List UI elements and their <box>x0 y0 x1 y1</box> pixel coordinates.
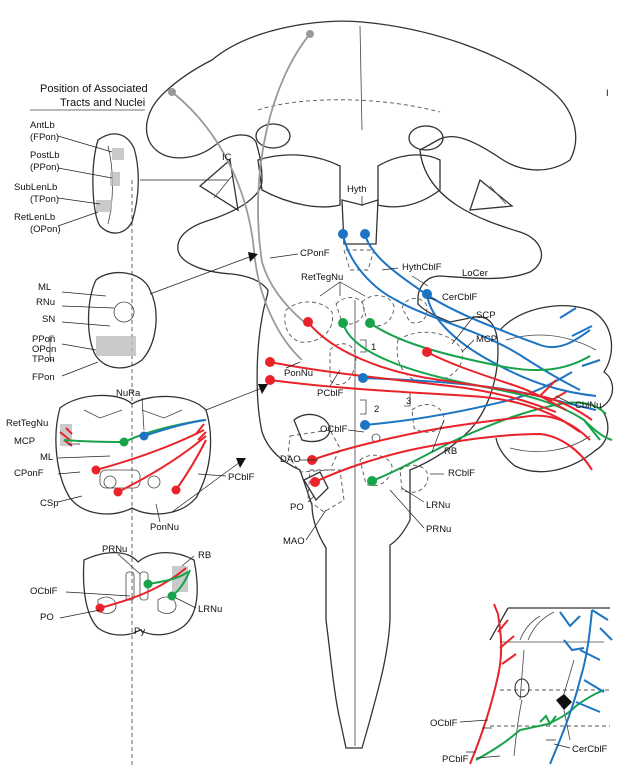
header-line-1: Position of Associated <box>40 83 148 95</box>
label-lrnu: LRNu <box>426 500 450 511</box>
label-sn: SN <box>42 314 55 325</box>
label-locer: LoCer <box>462 268 488 279</box>
rettegnu-neuron-1 <box>338 318 348 328</box>
label-rnu: RNu <box>36 297 55 308</box>
label-cblnu: CblNu <box>575 400 601 411</box>
label-mcp-s: MCP <box>14 436 35 447</box>
rettegnu-neuron-2 <box>365 318 375 328</box>
cortical-fiber-2 <box>171 91 303 361</box>
label-fpon-paren: (FPon) <box>30 132 59 143</box>
section-medulla: PRNu RB OCblF PO LRNu Py <box>30 458 246 637</box>
left-column: Position of Associated Tracts and Nuclei… <box>6 83 268 768</box>
label-scp: SCP <box>476 310 496 321</box>
locer-neuron <box>422 289 432 299</box>
cortical-neuron-2 <box>168 88 176 96</box>
label-mcp: MCP <box>476 334 497 345</box>
ponnu-neuron-3 <box>265 375 275 385</box>
hyth-neuron-1 <box>338 229 348 239</box>
label-ocblf-inset: OCblF <box>430 718 458 729</box>
label-lrnu-s: LRNu <box>198 604 222 615</box>
main-leaders <box>140 179 573 541</box>
label-ocblf-s: OCblF <box>30 586 58 597</box>
label-csp: CSp <box>40 498 58 509</box>
cortical-neuron-1 <box>306 30 314 38</box>
pathways <box>265 229 613 487</box>
label-cercblf-inset: CerCblF <box>572 744 608 755</box>
ocblf-blue-neuron <box>360 420 370 430</box>
label-pcblf-s: PCblF <box>228 472 255 483</box>
label-tpon-paren: (TPon) <box>30 194 59 205</box>
label-po-s: PO <box>40 612 54 623</box>
cerebellar-cortex-inset: OCblF PCblF CerCblF <box>430 603 613 765</box>
header-line-2: Tracts and Nuclei <box>60 97 145 109</box>
label-ppon-paren: (PPon) <box>30 162 60 173</box>
label-opon-paren: (OPon) <box>30 224 61 235</box>
label-rettegnu: RetTegNu <box>301 272 343 283</box>
corticopontine-fibers <box>168 30 314 361</box>
label-prnu-s: PRNu <box>102 544 127 555</box>
label-ml-1: ML <box>38 282 51 293</box>
label-rb: RB <box>444 446 457 457</box>
label-rcblf: RCblF <box>448 468 475 479</box>
label-ml-2: ML <box>40 452 53 463</box>
label-dao: DAO <box>280 454 301 465</box>
main-labels: IC Hyth CPonF HythCblF LoCer CerCblF Ret… <box>222 88 609 547</box>
label-num-3: 3 <box>406 396 411 407</box>
label-pcblf-inset: PCblF <box>442 754 469 765</box>
cortical-fiber-1 <box>257 33 311 323</box>
label-opon: OPon <box>32 344 56 355</box>
section-midbrain: ML RNu SN PPon OPon TPon FPon <box>32 252 258 383</box>
section-pons: RetTegNu MCP ML CPonF CSp NuRa PCblF Pon… <box>6 384 268 533</box>
label-cponf-s: CPonF <box>14 468 44 479</box>
label-rb-s: RB <box>198 550 211 561</box>
label-num-2: 2 <box>374 404 379 415</box>
label-nura: NuRa <box>116 388 141 399</box>
brainstem-outline <box>145 20 614 749</box>
label-cponf: CPonF <box>300 248 330 259</box>
label-ponnu-s: PonNu <box>150 522 179 533</box>
label-mao: MAO <box>283 536 305 547</box>
label-fpon: FPon <box>32 372 55 383</box>
label-cercblf: CerCblF <box>442 292 478 303</box>
label-postlb: PostLb <box>30 150 60 161</box>
edge-mark: I <box>606 88 609 99</box>
label-hythcblf: HythCblF <box>402 262 442 273</box>
label-py: Py <box>134 626 145 637</box>
label-po: PO <box>290 502 304 513</box>
pcblf-blue-neuron <box>358 373 368 383</box>
label-antlb: AntLb <box>30 120 55 131</box>
label-sublenlb: SubLenLb <box>14 182 57 193</box>
label-rettegnu-s: RetTegNu <box>6 418 48 429</box>
label-num-1: 1 <box>371 342 376 353</box>
label-ppon: PPon <box>32 334 55 345</box>
hyth-neuron-2 <box>360 229 370 239</box>
ponnu-neuron-4 <box>422 347 432 357</box>
lrnu-neuron <box>367 476 377 486</box>
label-ocblf: OCblF <box>320 424 348 435</box>
ponnu-neuron-2 <box>265 357 275 367</box>
label-ponnu: PonNu <box>284 368 313 379</box>
label-ic: IC <box>222 152 232 163</box>
label-tpon: TPon <box>32 354 55 365</box>
label-retlenlb: RetLenLb <box>14 212 55 223</box>
po-neuron <box>310 477 320 487</box>
label-hyth: Hyth <box>347 184 367 195</box>
label-prnu: PRNu <box>426 524 451 535</box>
label-pcblf: PCblF <box>317 388 344 399</box>
ponnu-neuron-1 <box>303 317 313 327</box>
section-internal-capsule: AntLb (FPon) PostLb (PPon) SubLenLb (TPo… <box>14 120 139 235</box>
